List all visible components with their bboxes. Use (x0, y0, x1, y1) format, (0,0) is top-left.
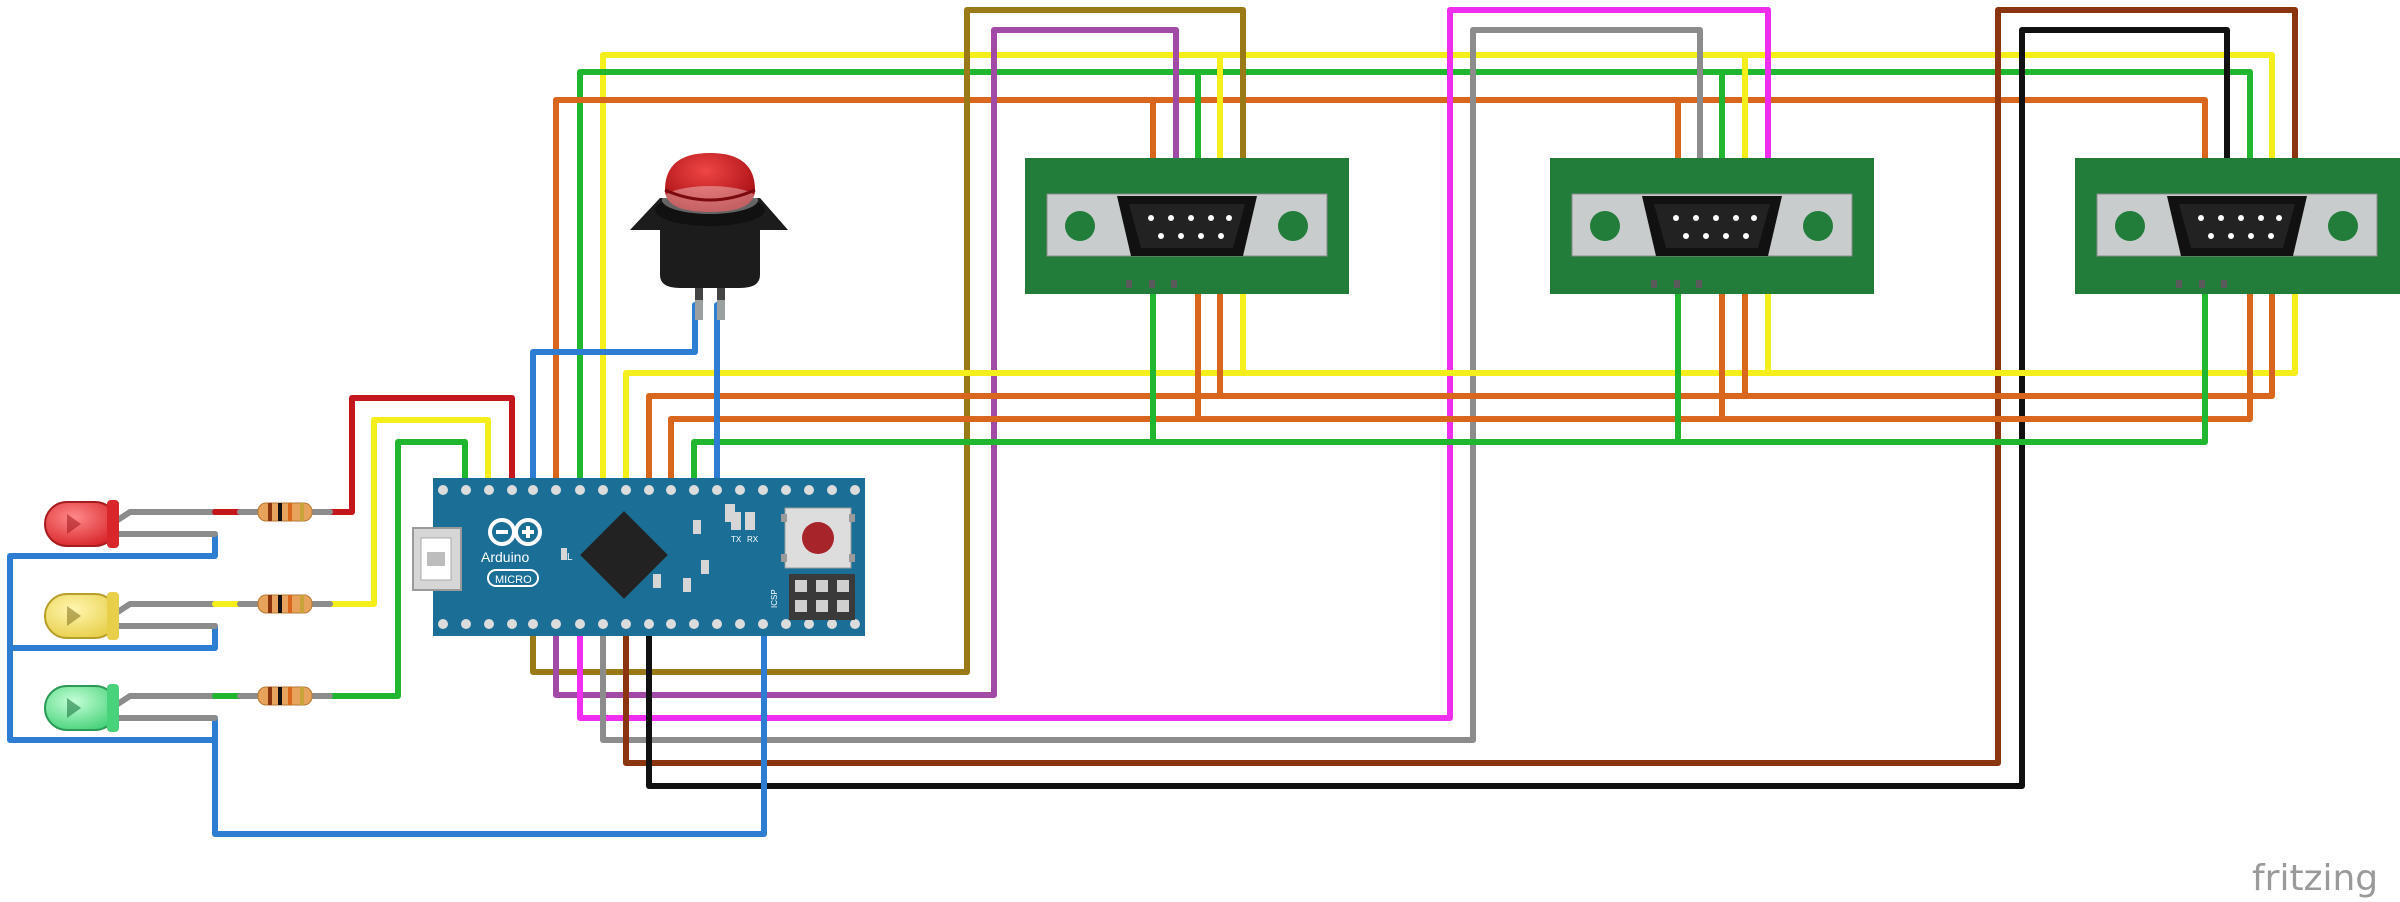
wire-magenta[interactable] (577, 7, 1771, 721)
rx-label: RX (747, 535, 759, 544)
icsp-label: ICSP (770, 589, 779, 608)
wire-olive[interactable] (530, 7, 1246, 675)
icsp-header (789, 574, 855, 620)
board-brand: Arduino (481, 549, 529, 565)
bottom-pin-header (438, 619, 860, 629)
wire-blue-button[interactable] (530, 302, 698, 481)
smd-parts (653, 504, 755, 592)
arduino-logo (488, 518, 542, 546)
wire-green-mid[interactable] (691, 282, 2208, 481)
resistor-3[interactable] (257, 686, 313, 706)
led-yellow[interactable] (44, 592, 119, 640)
push-button[interactable] (630, 153, 788, 320)
db9-connector-2[interactable] (1550, 158, 1874, 294)
wire-orange-mid2[interactable] (668, 282, 2253, 481)
top-pin-header (438, 485, 860, 495)
led-red[interactable] (44, 500, 119, 548)
tx-label: TX (731, 535, 742, 544)
led-lead-yellow-1 (107, 601, 218, 620)
wire-yellow-mid[interactable] (623, 282, 2298, 481)
db9-connector-1[interactable] (1025, 158, 1349, 294)
wire-red-led[interactable] (327, 395, 515, 515)
reset-button[interactable] (781, 507, 855, 569)
fritzing-watermark: fritzing (2252, 858, 2378, 899)
wire-green-led[interactable] (327, 439, 468, 699)
wire-gray[interactable] (600, 27, 1703, 743)
board-model: MICRO (495, 574, 532, 586)
microcontroller-chip (580, 511, 668, 599)
wires (7, 7, 2298, 837)
wire-black[interactable] (646, 27, 2230, 789)
wire-green-top[interactable] (577, 69, 2253, 481)
wire-brown[interactable] (623, 7, 2298, 766)
wire-purple[interactable] (553, 27, 1179, 698)
wire-yellow-led[interactable] (327, 417, 491, 607)
arduino-micro-board[interactable]: Arduino MICRO L TX RX (412, 478, 865, 636)
led-lead-red-1 (107, 509, 218, 528)
db9-connector-3[interactable] (2075, 158, 2400, 294)
usb-port (412, 527, 462, 591)
led-green[interactable] (44, 684, 119, 732)
wire-orange-mid1[interactable] (646, 282, 2275, 481)
wire-blue-ground[interactable] (7, 531, 767, 837)
wire-orange-top[interactable] (553, 97, 2208, 481)
wire-yellow-top[interactable] (600, 52, 2275, 481)
connector-pads (1126, 280, 2227, 288)
board-led-label: L (567, 552, 573, 563)
led-lead-green-1 (107, 693, 218, 712)
resistor-2[interactable] (257, 594, 313, 614)
resistor-1[interactable] (257, 502, 313, 522)
